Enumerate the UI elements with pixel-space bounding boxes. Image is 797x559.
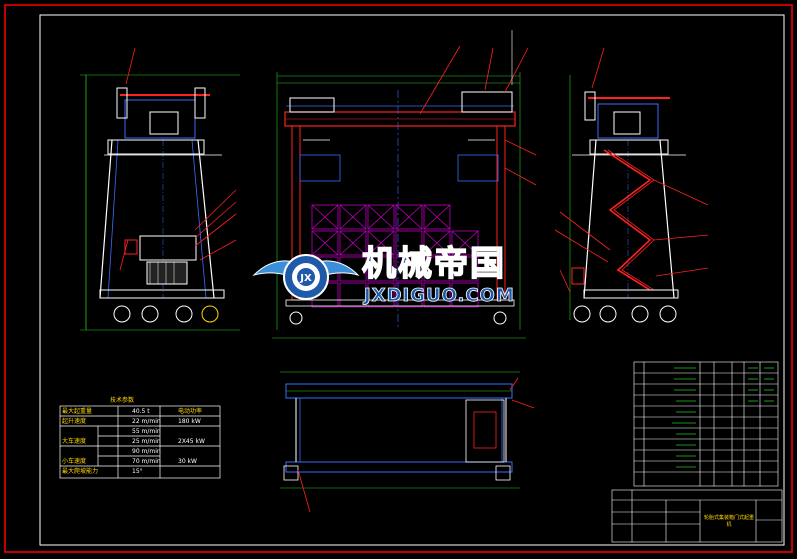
param-cell: 最大爬坡能力 [62,468,99,475]
param-row: 90 m/min [62,447,220,457]
front-elevation-view [272,30,537,339]
outer-border [4,4,793,553]
watermark-logo: JX 机械帝国 JXDIGUO.COM [250,244,550,309]
param-cell: 起升速度 [62,418,87,425]
parts-list [633,361,779,487]
param-row: 小车速度 70 m/min 30 kW [62,457,220,467]
param-table-title: 技术参数 [110,397,135,404]
gear-wing-icon: JX [252,254,360,300]
svg-text:JX: JX [299,273,312,284]
param-cell: 55 m/min [132,428,161,435]
param-row: 大车速度 25 m/min 2X45 kW [62,437,220,447]
param-table-rows: 最大起重量 40.5 t 电动功率 起升速度 22 m/min 180 kW 5… [62,407,220,477]
param-cell: 最大起重量 [62,408,93,415]
parameter-table [59,405,221,479]
left-elevation-view [80,47,240,331]
param-cell: 15° [132,468,143,475]
param-cell: 小车速度 [62,458,87,465]
drawing-title: 轮胎式集装箱门式起重机 [703,515,754,528]
watermark-cn: 机械帝国 [361,244,506,284]
param-cell: 2X45 kW [178,438,205,445]
container-stack [311,204,479,308]
param-row: 起升速度 22 m/min 180 kW [62,417,220,427]
inner-frame [39,14,785,546]
param-cell: 90 m/min [132,448,161,455]
watermark-en: JXDIGUO.COM [364,285,515,307]
param-row: 最大爬坡能力 15° [62,467,220,477]
param-row: 55 m/min [62,427,220,437]
param-cell: 大车速度 [62,438,87,445]
param-cell: 70 m/min [132,458,161,465]
param-row: 最大起重量 40.5 t 电动功率 [62,407,220,417]
parts-list-text [672,367,774,468]
param-cell: 22 m/min [132,418,161,425]
title-block [611,489,783,543]
right-elevation-view [554,47,709,323]
param-cell: 电动功率 [178,408,203,415]
param-cell: 40.5 t [132,408,150,415]
param-cell: 25 m/min [132,438,161,445]
plan-view [280,371,535,513]
param-cell: 30 kW [178,458,197,465]
param-cell: 180 kW [178,418,201,425]
